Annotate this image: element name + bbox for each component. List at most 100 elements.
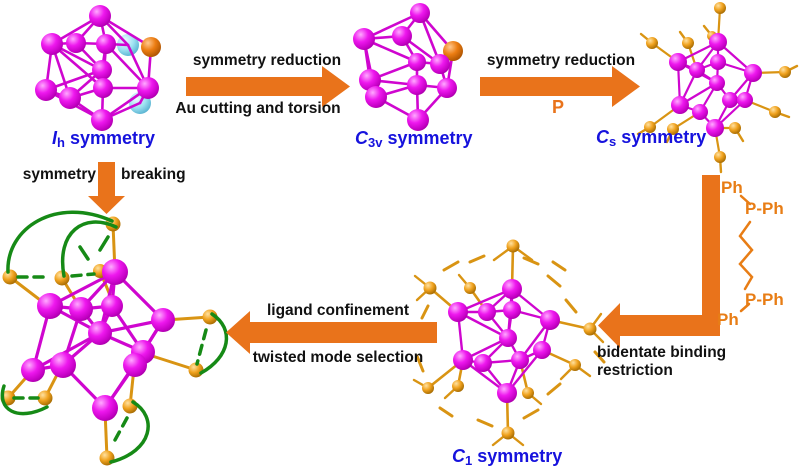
metal-atom [407, 109, 429, 131]
metal-atom [353, 28, 375, 50]
label-c1-symmetry: C1 symmetry [452, 446, 562, 468]
ligand-atom [37, 390, 53, 406]
dashed-ligand-bond [438, 406, 454, 418]
metal-atom [359, 69, 381, 91]
cluster-ih [35, 5, 161, 131]
metal-atom [66, 33, 86, 53]
ligand-bond [739, 302, 751, 313]
confinement-caption-bottom: twisted mode selection [252, 349, 424, 366]
arrow1-caption-bottom: Au cutting and torsion [175, 100, 341, 117]
metal-atom [430, 54, 450, 74]
arrow-symmetry-breaking-down [88, 162, 125, 214]
process-arrows [88, 66, 720, 354]
ligand-atom [54, 270, 70, 286]
metal-atom [671, 96, 689, 114]
metal-atom [89, 5, 111, 27]
ligand-atom [422, 382, 434, 394]
metal-atom [453, 350, 473, 370]
dashed-ligand-bond [522, 408, 540, 420]
metal-atom [706, 119, 724, 137]
cluster-final [0, 216, 218, 466]
arrow-step1-right [186, 66, 350, 107]
dashed-ligand-bond [546, 382, 562, 396]
metal-atom [92, 395, 118, 421]
c3v-symbol: C [355, 128, 368, 148]
metal-atom [502, 279, 522, 299]
dashed-ligand-bond [442, 260, 460, 272]
bidentate-caption: bidentate binding restriction [597, 344, 767, 380]
metal-bond [50, 42, 105, 90]
ih-symbol: I [52, 128, 58, 148]
bidentate-caption-line2: restriction [597, 362, 673, 379]
metal-atom [478, 303, 496, 321]
c1-word: symmetry [477, 446, 563, 466]
ligand-pph-bottom: P-Ph [745, 290, 784, 309]
twist-arc [109, 400, 150, 464]
ligand-bond [144, 352, 198, 372]
ligand-atom [122, 398, 138, 414]
arrow2-caption-p: P [551, 97, 564, 117]
ligand-atom [423, 281, 437, 295]
ligand-ph-bottom: Ph [717, 310, 739, 329]
ligand-atom [506, 239, 520, 253]
metal-atom [41, 33, 63, 55]
metal-atom [37, 293, 63, 319]
metal-atom [407, 75, 427, 95]
dopant-atom [443, 41, 463, 61]
dashed-ligand-bond [564, 298, 578, 314]
metal-atom [365, 86, 387, 108]
metal-atom [392, 26, 412, 46]
dashed-ligand-bond [415, 354, 425, 373]
metal-atom [474, 354, 492, 372]
metal-atom [689, 62, 705, 78]
green-dash-segment [195, 328, 208, 366]
ligand-atom [646, 37, 658, 49]
metal-atom [102, 259, 128, 285]
ligand-atom [501, 426, 515, 440]
metal-atom [692, 104, 708, 120]
ligand-backbone [738, 220, 754, 291]
ligand-bond [739, 194, 752, 206]
metal-atom [50, 352, 76, 378]
twist-arcs [0, 210, 229, 464]
arrow-bidentate-elbow [598, 175, 720, 348]
cluster-c3v [353, 3, 463, 131]
twist-arc [0, 384, 49, 416]
c1-subscript: 1 [465, 453, 473, 468]
metal-atom [123, 353, 147, 377]
twist-arc [6, 210, 114, 274]
metal-atom [497, 383, 517, 403]
dppp-ligand-skeleton [738, 194, 754, 313]
metal-atom [511, 351, 529, 369]
metal-atom [69, 297, 93, 321]
metal-atom [35, 79, 57, 101]
green-dash-segment [78, 245, 90, 261]
ligand-atom [644, 121, 656, 133]
metal-atom [92, 60, 112, 80]
breaking-caption-left: symmetry [22, 166, 96, 183]
ih-subscript: h [57, 135, 65, 150]
arrow-step2-right [480, 66, 640, 107]
breaking-caption-right: breaking [121, 166, 186, 183]
ligand-atom [714, 2, 726, 14]
cs-subscript: s [609, 134, 617, 149]
metal-atom [137, 77, 159, 99]
dopant-atom [141, 37, 161, 57]
green-dash-segment [98, 235, 110, 252]
dashed-ligand-bond [546, 274, 562, 288]
metal-atom [410, 3, 430, 23]
c1-symbol: C [452, 446, 465, 466]
dashed-ligand-bond [476, 418, 494, 428]
metal-atom [448, 302, 468, 322]
green-dash-segment [70, 272, 96, 278]
c3v-word: symmetry [387, 128, 473, 148]
cs-word: symmetry [621, 127, 707, 147]
ligand-atom [583, 322, 597, 336]
metal-atom [408, 53, 426, 71]
arrow-confinement-left [226, 311, 437, 354]
metal-atom [710, 54, 726, 70]
ligand-ph-top: Ph [721, 178, 743, 197]
